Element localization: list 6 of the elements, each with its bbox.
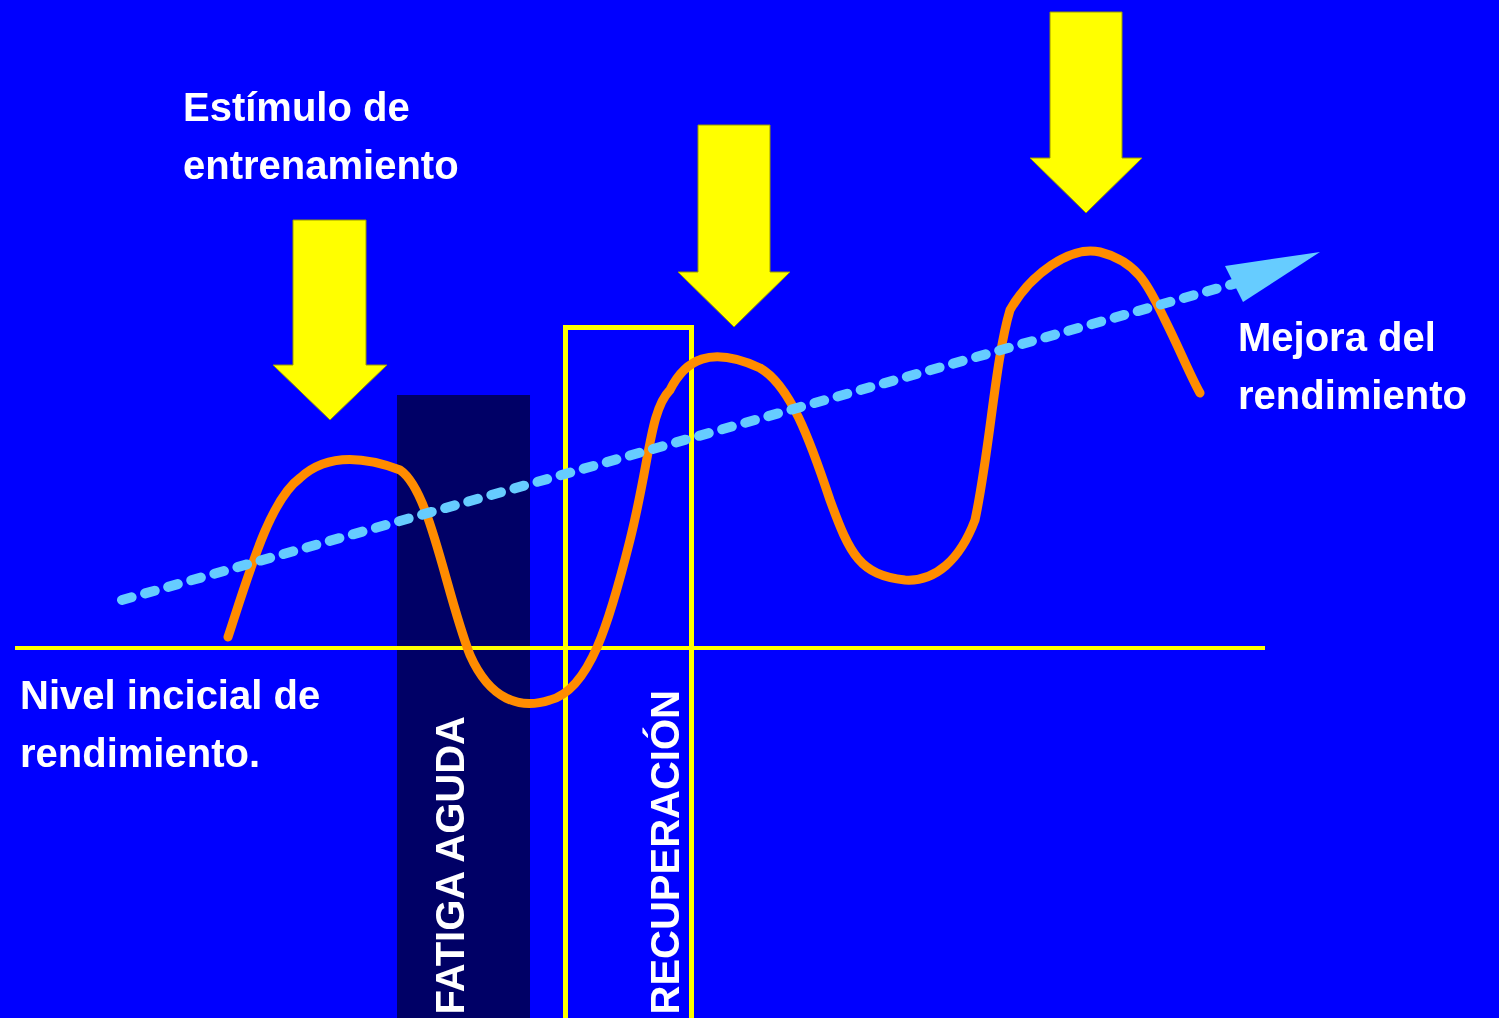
fatigue-bar [397,395,530,1018]
annotation-text: Mejora del rendimiento [1238,314,1468,419]
annotation-text: Estímulo de entrenamiento [183,84,460,189]
recovery-box [563,325,694,1018]
bar-label: FATIGA AGUDA [430,715,470,1014]
annotation-text: Nivel incicial de rendimiento. [20,672,322,777]
